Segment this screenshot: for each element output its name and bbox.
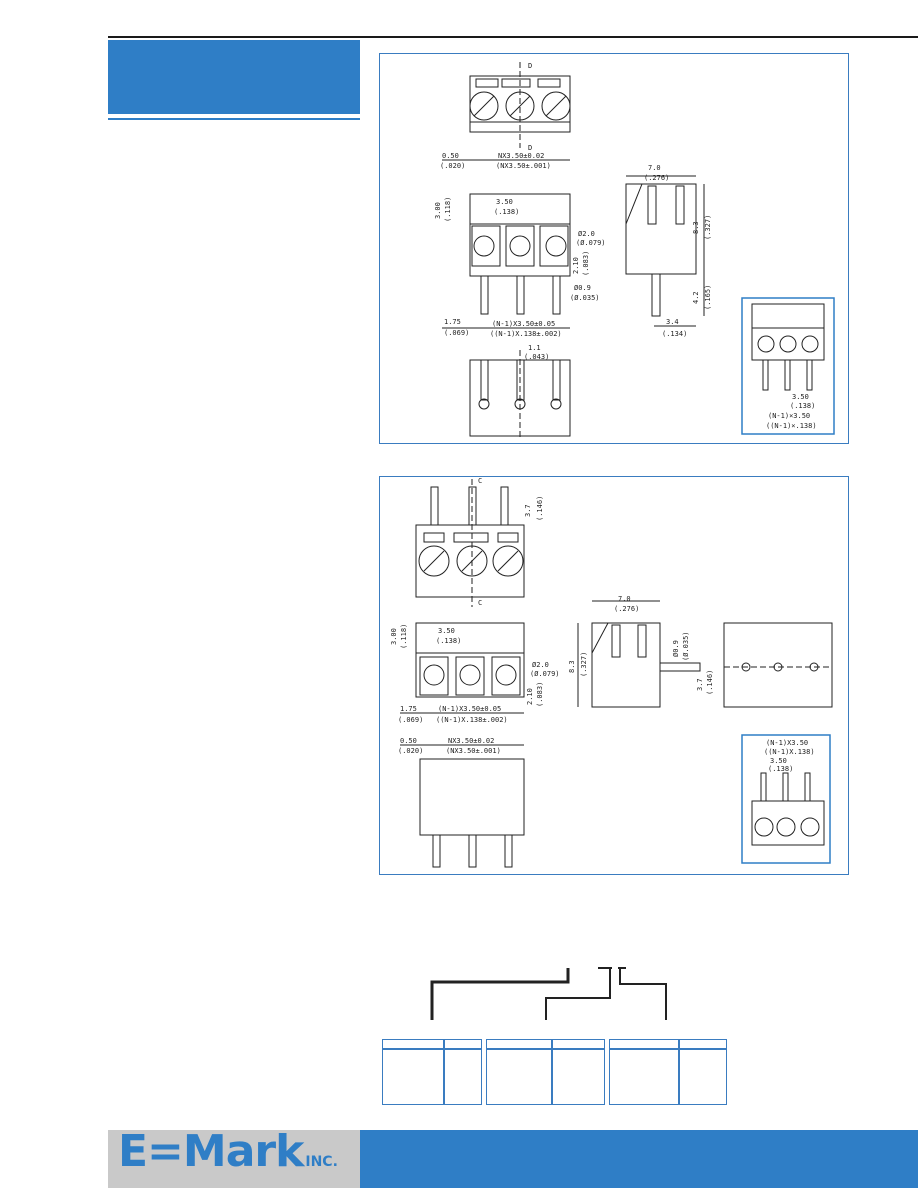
d1-edge: 1.75 [444, 318, 461, 326]
d1-pin-off-in: (.134) [662, 330, 687, 338]
d1-pin-space: 1.1 [528, 344, 541, 352]
d2-hole-depth-in: (.083) [536, 682, 544, 707]
drawing-1-svg: D D 0.50 (.020) NX3.50±0.02 (NX3.50±.001… [434, 62, 835, 440]
d1-hole-depth-in: (.083) [582, 251, 590, 276]
d2-pin-up-in: (.146) [536, 496, 544, 521]
ordering-table-2 [486, 1039, 605, 1105]
d2-edge-in: (.069) [398, 716, 423, 724]
d2-inset-pitch: 3.50 [770, 757, 787, 765]
d2-depth: 7.0 [618, 595, 631, 603]
company-logo: E=Mark INC. [118, 1126, 338, 1177]
d2-pitch-n1-in: ((N-1)X.138±.002) [436, 716, 508, 724]
d2-pitch-n-in: (NX3.50±.001) [446, 747, 501, 755]
drawing-2-svg: C C 3.7 (.146) 3.00 (.118) 3.50 (.138) Ø… [390, 477, 833, 868]
d2-body-h-in: (.327) [580, 652, 588, 677]
d1-depth-in: (.276) [644, 174, 669, 182]
d1-pitch-in: (.138) [494, 208, 519, 216]
d1-pitch-n1: (N-1)X3.50±0.05 [492, 320, 555, 328]
header-divider [108, 118, 360, 120]
d1-pin-len: 4.2 [692, 291, 700, 304]
d2-section-c-bottom: C [478, 599, 482, 607]
top-rule [108, 36, 918, 38]
d1-pitch-n-in: (NX3.50±.001) [496, 162, 551, 170]
d1-body-h: 8.3 [692, 221, 700, 234]
d2-hole-in: (Ø.079) [530, 670, 560, 678]
d2-offset: 0.50 [400, 737, 417, 745]
d2-offset-in: (.020) [398, 747, 423, 755]
d1-pin-off: 3.4 [666, 318, 679, 326]
d2-pitch-n1: (N-1)X3.50±0.05 [438, 705, 501, 713]
d1-pin-space-in: (.043) [524, 353, 549, 361]
d2-depth-in: (.276) [614, 605, 639, 613]
d1-hole-in: (Ø.079) [576, 239, 606, 247]
d2-pin-len: 3.7 [696, 678, 704, 691]
d1-hole: Ø2.0 [578, 230, 595, 238]
d1-pitch-n1-in: ((N-1)X.138±.002) [490, 330, 562, 338]
d1-section-d-bottom: D [528, 144, 532, 152]
drawing-panel-1: D D 0.50 (.020) NX3.50±0.02 (NX3.50±.001… [379, 53, 849, 444]
d2-pitch-n: NX3.50±0.02 [448, 737, 494, 745]
d2-pitch-in: (.138) [436, 637, 461, 645]
d1-pitch-n: NX3.50±0.02 [498, 152, 544, 160]
d2-pin-in: (Ø.035) [682, 631, 690, 661]
d2-inset-pitch-in: (.138) [768, 765, 793, 773]
ordering-table-3 [609, 1039, 727, 1105]
drawing-panel-2: C C 3.7 (.146) 3.00 (.118) 3.50 (.138) Ø… [379, 476, 849, 875]
d2-hole: Ø2.0 [532, 661, 549, 669]
d2-inset-n1: (N-1)X3.50 [766, 739, 808, 747]
d1-offset-in: (.020) [440, 162, 465, 170]
d1-hole-depth: 2.10 [572, 257, 580, 274]
d1-height-top-in: (.118) [444, 197, 452, 222]
d1-inset-n1-in: ((N-1)×.138) [766, 422, 817, 430]
d1-section-d-top: D [528, 62, 532, 70]
d2-edge: 1.75 [400, 705, 417, 713]
logo-suffix: INC. [305, 1154, 338, 1170]
d2-pin-len-in: (.146) [706, 670, 714, 695]
ordering-code-lines [430, 967, 667, 1020]
d1-offset: 0.50 [442, 152, 459, 160]
footer-bar [360, 1130, 918, 1188]
d1-depth: 7.0 [648, 164, 661, 172]
d1-edge-in: (.069) [444, 329, 469, 337]
d1-pin-in: (Ø.035) [570, 294, 600, 302]
d2-height-top-in: (.118) [400, 624, 408, 649]
d1-height-top: 3.00 [434, 202, 442, 219]
d1-pin: Ø0.9 [574, 284, 591, 292]
d2-body-h: 8.3 [568, 660, 576, 673]
logo-wordmark: E=Mark [118, 1126, 304, 1177]
d2-inset-n1-in: ((N-1)X.138) [764, 748, 815, 756]
d2-hole-depth: 2.10 [526, 688, 534, 705]
d2-pin: Ø0.9 [672, 640, 680, 657]
d1-inset-pitch: 3.50 [792, 393, 809, 401]
d2-height-top: 3.00 [390, 628, 398, 645]
footer-logo-area [108, 1130, 360, 1188]
header-block [108, 40, 360, 114]
d1-pin-len-in: (.165) [704, 285, 712, 310]
d1-inset-pitch-in: (.138) [790, 402, 815, 410]
d1-body-h-in: (.327) [704, 215, 712, 240]
ordering-table-1 [382, 1039, 482, 1105]
d1-pitch: 3.50 [496, 198, 513, 206]
d1-inset-n1: (N-1)×3.50 [768, 412, 810, 420]
d2-section-c-top: C [478, 477, 482, 485]
d2-pitch: 3.50 [438, 627, 455, 635]
d2-pin-up: 3.7 [524, 504, 532, 517]
